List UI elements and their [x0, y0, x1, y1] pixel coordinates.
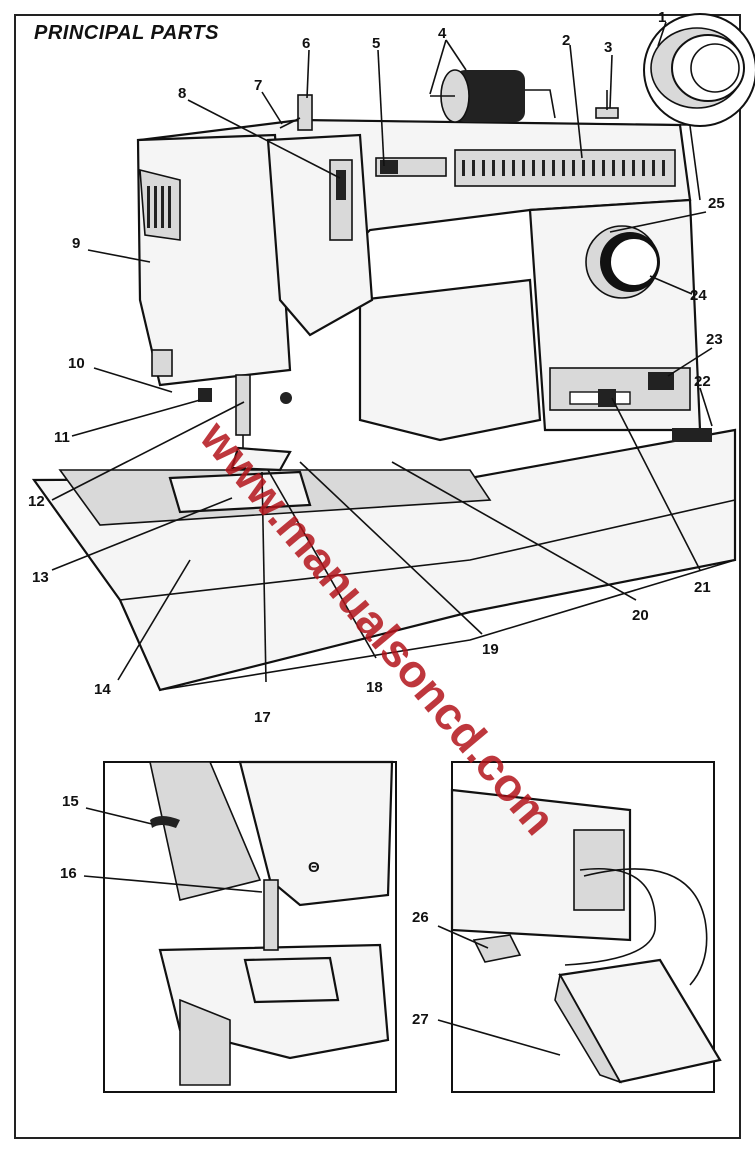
part-label-7: 7: [254, 77, 262, 94]
part-label-23: 23: [706, 331, 723, 348]
part-label-5: 5: [372, 35, 380, 52]
part-label-24: 24: [690, 287, 707, 304]
machine-illustration: [31, 13, 755, 692]
part-label-18: 18: [366, 679, 383, 696]
part-label-14: 14: [94, 681, 111, 698]
part-label-19: 19: [482, 641, 499, 658]
part-label-3: 3: [604, 39, 612, 56]
part-labels: 1 2 3 4 5 6 7 8 9 10 11 12 13 14 15 16 1…: [28, 9, 725, 1028]
page-frame: [14, 14, 741, 1139]
part-label-12: 12: [28, 493, 45, 510]
part-label-16: 16: [60, 865, 77, 882]
inset-foot-control: [437, 761, 722, 1093]
part-label-22: 22: [694, 373, 711, 390]
part-label-9: 9: [72, 235, 80, 252]
svg-text:Θ: Θ: [308, 859, 320, 876]
part-label-27: 27: [412, 1011, 429, 1028]
part-label-4: 4: [438, 25, 447, 42]
part-label-15: 15: [62, 793, 79, 810]
part-label-25: 25: [708, 195, 725, 212]
part-label-2: 2: [562, 32, 570, 49]
part-label-11: 11: [54, 429, 70, 446]
page-title: PRINCIPAL PARTS: [34, 22, 219, 44]
part-label-6: 6: [302, 35, 310, 52]
part-label-21: 21: [694, 579, 711, 596]
leader-lines: [51, 21, 713, 683]
part-label-20: 20: [632, 607, 649, 624]
part-label-8: 8: [178, 85, 186, 102]
part-label-1: 1: [658, 9, 666, 26]
part-label-17: 17: [254, 709, 271, 726]
part-label-10: 10: [68, 355, 85, 372]
part-label-13: 13: [32, 569, 49, 586]
part-label-26: 26: [412, 909, 429, 926]
inset-presser-foot-lever: Θ: [83, 760, 397, 1093]
